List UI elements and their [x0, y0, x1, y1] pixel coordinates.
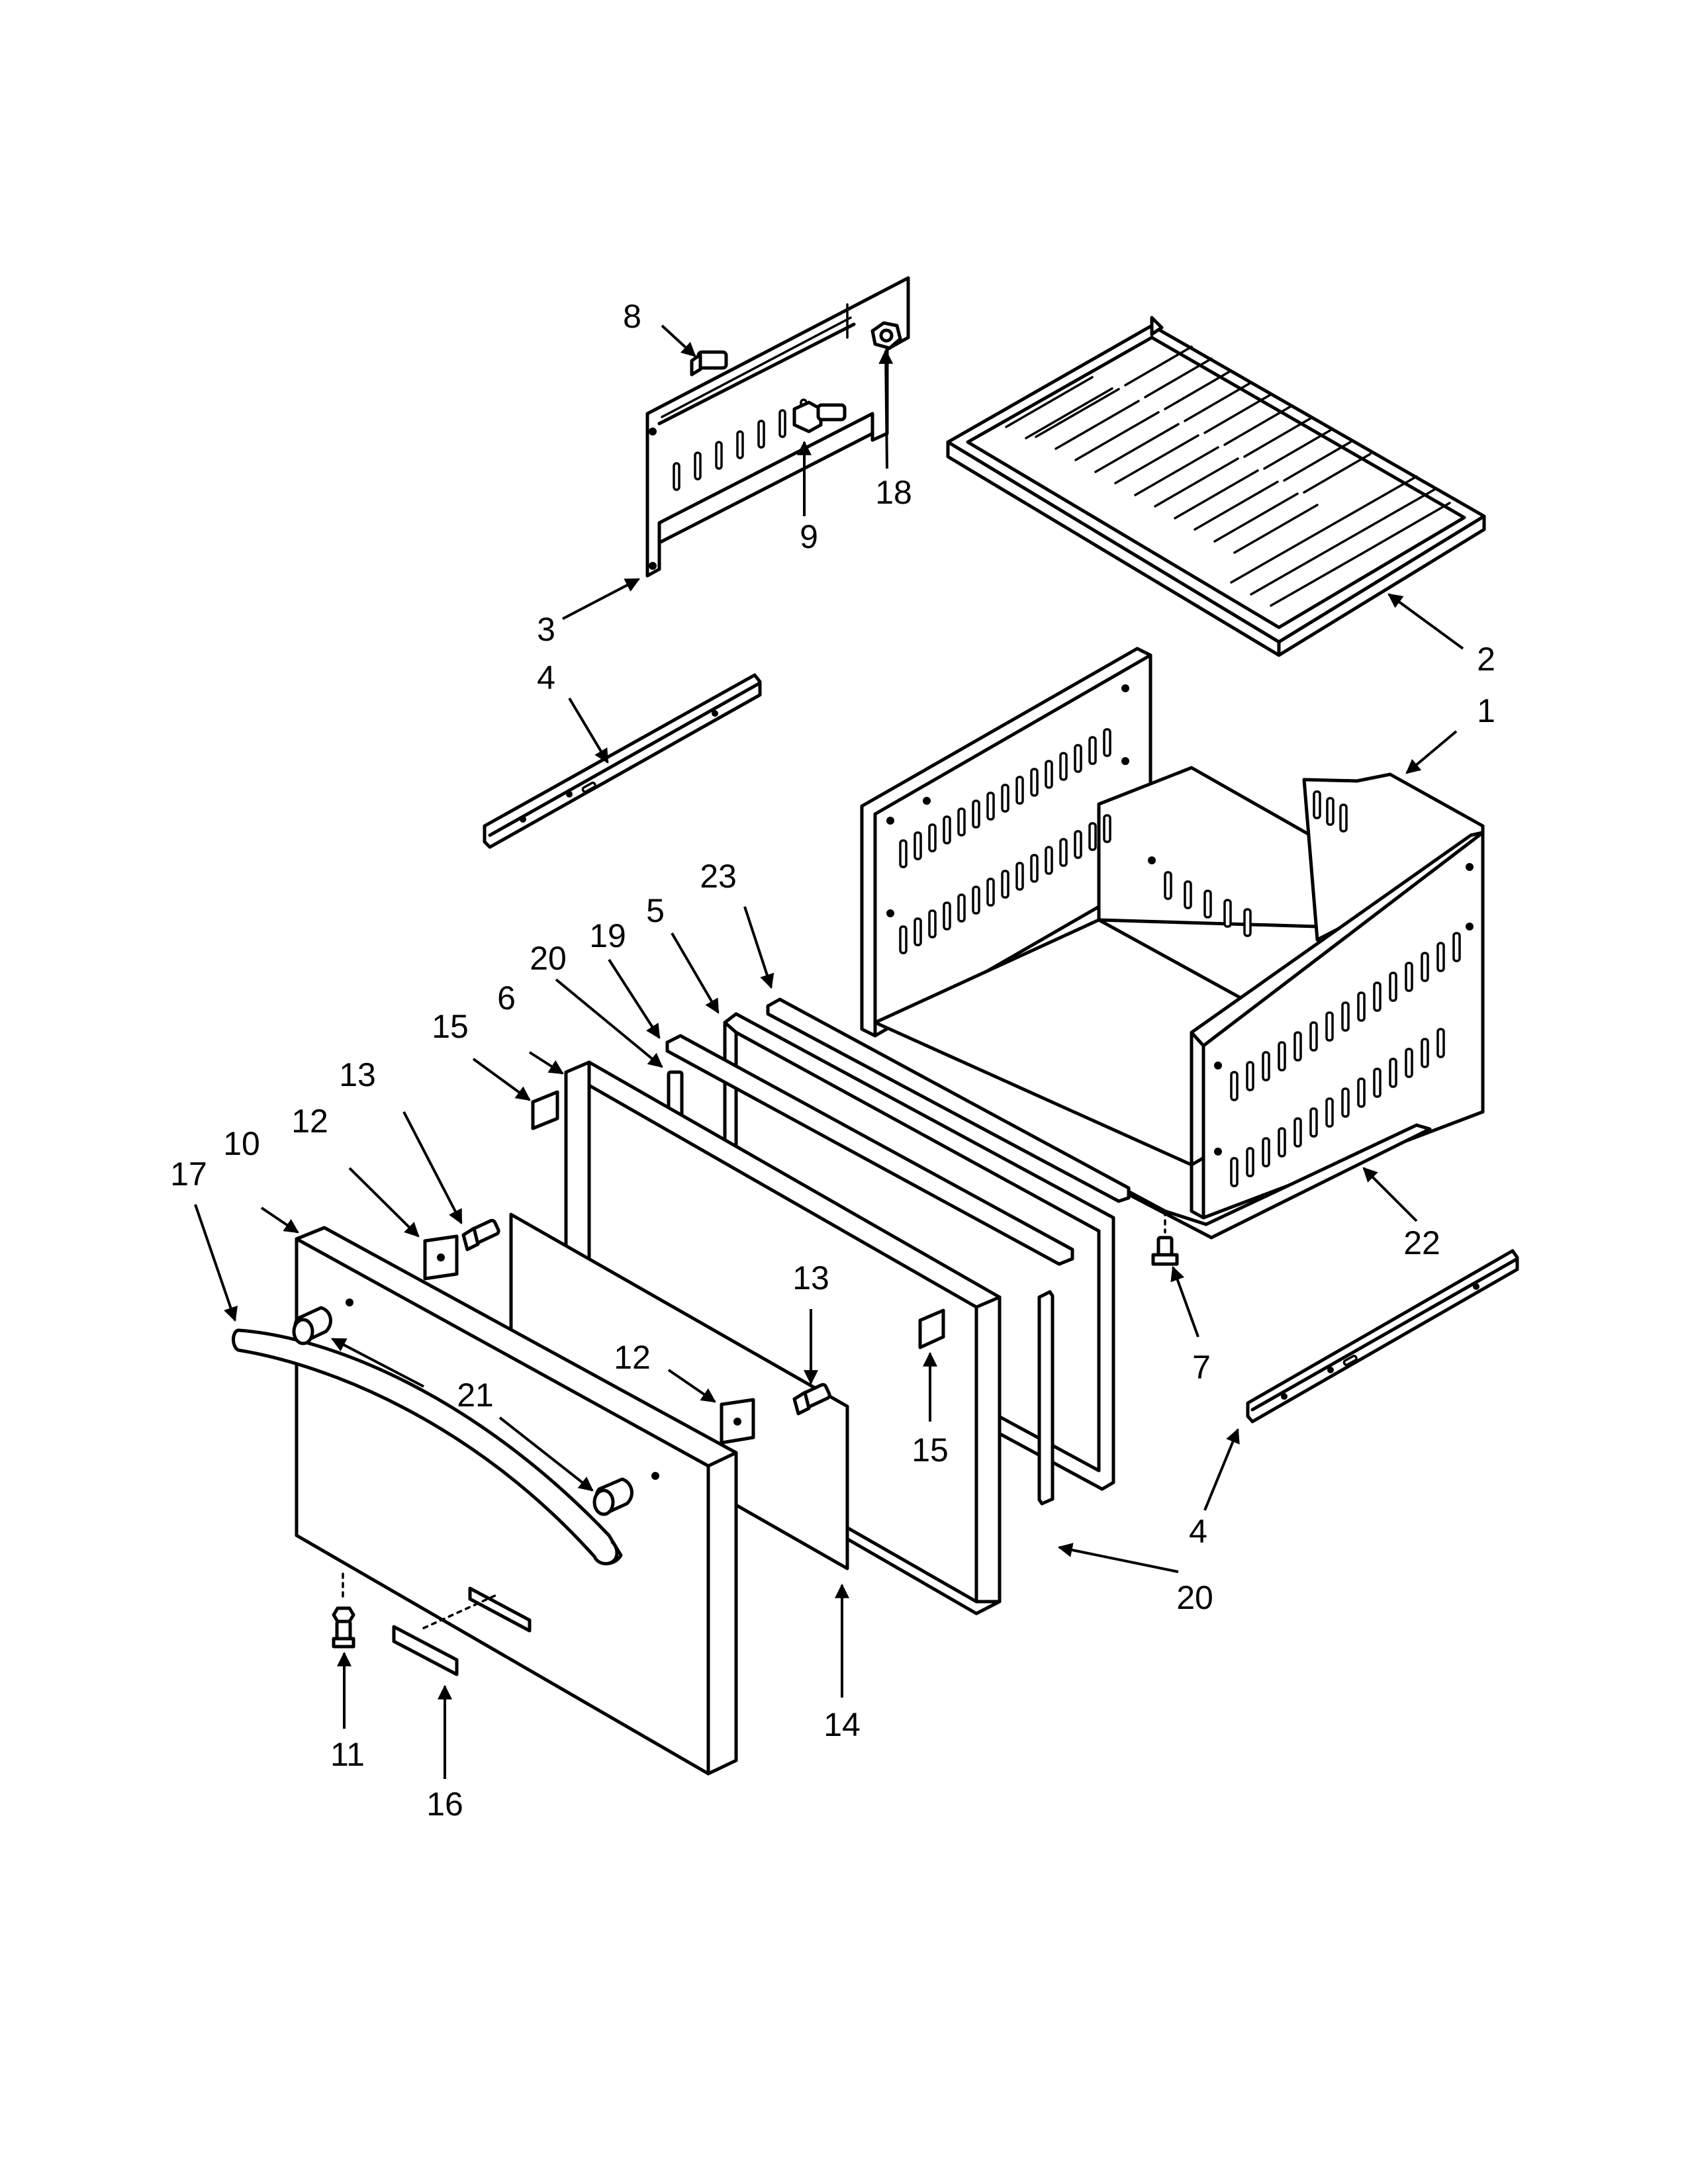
gasket-strip-part-19: [665, 1034, 1074, 1266]
callout-labels: 8 9 18 3 2 1 4 23 5 19 20 6 15 13 12 10 …: [170, 298, 1495, 1823]
callout-20-upper: 20: [530, 940, 567, 977]
callout-22: 22: [1403, 1224, 1440, 1261]
nut-part-18: [870, 321, 902, 350]
drawer-bin-part-1: [860, 647, 1485, 1240]
callout-20-lower: 20: [1176, 1579, 1213, 1616]
callout-5: 5: [646, 892, 665, 929]
callout-10: 10: [223, 1125, 260, 1162]
badge-part-16: [392, 1625, 459, 1676]
callout-12-upper: 12: [291, 1103, 328, 1140]
callout-15-lower: 15: [912, 1432, 949, 1469]
callout-13-upper: 13: [339, 1056, 376, 1093]
handle-part-17: [232, 1328, 623, 1566]
callout-18: 18: [875, 474, 912, 511]
shelf-tray-part-2: [946, 316, 1486, 657]
slide-rail-part-4-right: [1246, 1249, 1519, 1424]
clip-part-15-upper: [531, 1090, 559, 1130]
slide-rail-part-4-left: [483, 673, 762, 849]
gasket-strip-part-20-lower: [1037, 1290, 1055, 1506]
screw-part-8: [690, 350, 728, 377]
callout-15-upper: 15: [432, 1008, 469, 1045]
callout-7: 7: [1192, 1349, 1211, 1386]
clip-part-15-lower: [918, 1308, 945, 1349]
callout-23: 23: [700, 858, 737, 895]
callout-12-lower: 12: [614, 1339, 651, 1376]
callout-4-left: 4: [537, 659, 555, 696]
bolt-part-9: [792, 400, 847, 433]
drawer-front-part-10: [295, 1226, 738, 1776]
callout-1: 1: [1477, 692, 1495, 729]
callout-11: 11: [330, 1736, 365, 1773]
bracket-part-12-right: [720, 1398, 755, 1445]
handle-mount-part-21-right: [592, 1477, 633, 1516]
handle-mount-part-21-left: [292, 1306, 332, 1345]
rear-bracket-part-3: [645, 276, 910, 578]
callout-16: 16: [426, 1786, 463, 1823]
screw-part-11: [332, 1606, 355, 1649]
bracket-part-12-left: [423, 1234, 459, 1281]
callout-2: 2: [1477, 641, 1495, 678]
callout-14: 14: [823, 1706, 861, 1743]
screw-part-7: [1151, 1236, 1179, 1266]
callout-6: 6: [497, 979, 516, 1017]
callout-21: 21: [457, 1377, 494, 1414]
insulation-panel-part-14: [509, 1212, 849, 1570]
assembly-guide-lines: [342, 1210, 1166, 1629]
callout-8: 8: [623, 298, 641, 335]
callout-17: 17: [170, 1156, 207, 1193]
screw-part-13-left: [461, 1218, 500, 1251]
callout-19: 19: [589, 917, 626, 954]
gasket-strip-part-23: [766, 997, 1131, 1203]
callout-3: 3: [537, 611, 555, 648]
leader-lines: [194, 324, 1464, 1779]
callout-4-right: 4: [1189, 1513, 1207, 1550]
callout-9: 9: [800, 518, 818, 555]
callout-13-lower: 13: [792, 1259, 829, 1297]
screw-part-13-right: [792, 1383, 831, 1416]
